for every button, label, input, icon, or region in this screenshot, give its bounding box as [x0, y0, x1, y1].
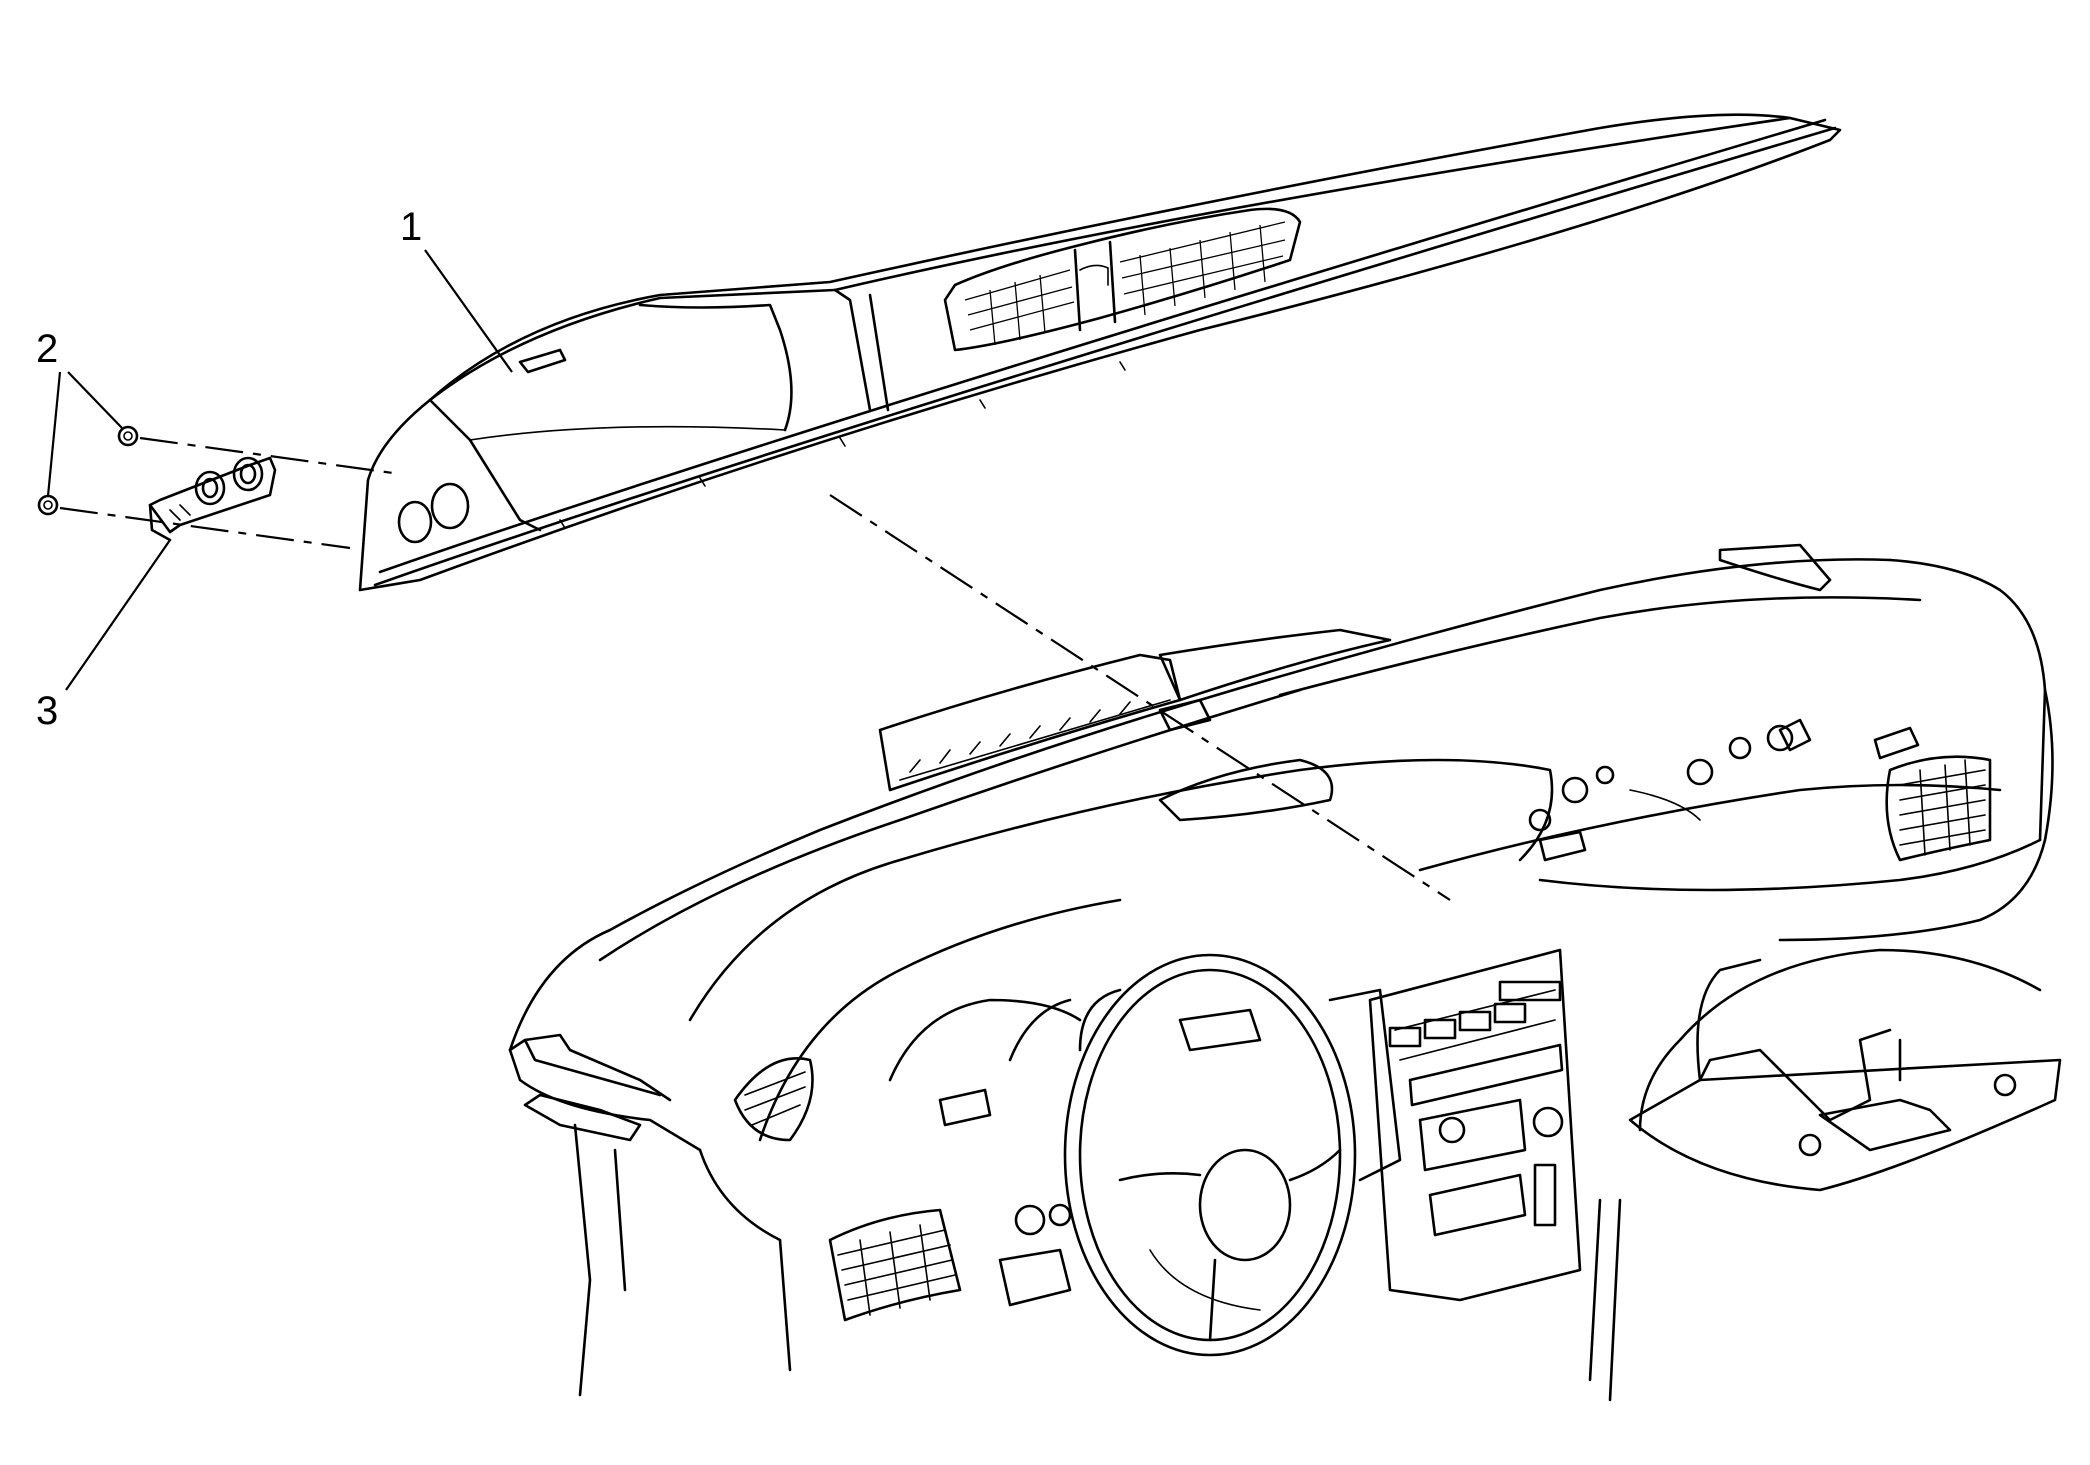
upper-trim-panel: [358, 113, 1842, 592]
fastener-lower: [37, 494, 59, 516]
defrost-grille: [943, 207, 1302, 352]
callout-2-label: 2: [36, 327, 58, 371]
fastener-upper: [117, 425, 139, 447]
instrument-panel: [508, 543, 2062, 1402]
callout-1-label: 1: [400, 205, 422, 249]
assembly-lines: [59, 436, 1451, 901]
callout-2: 2: [36, 327, 123, 497]
callout-3-label: 3: [36, 689, 58, 733]
callout-3: 3: [36, 539, 171, 733]
callout-1: 1: [400, 205, 513, 373]
switch-bracket: [148, 456, 277, 542]
